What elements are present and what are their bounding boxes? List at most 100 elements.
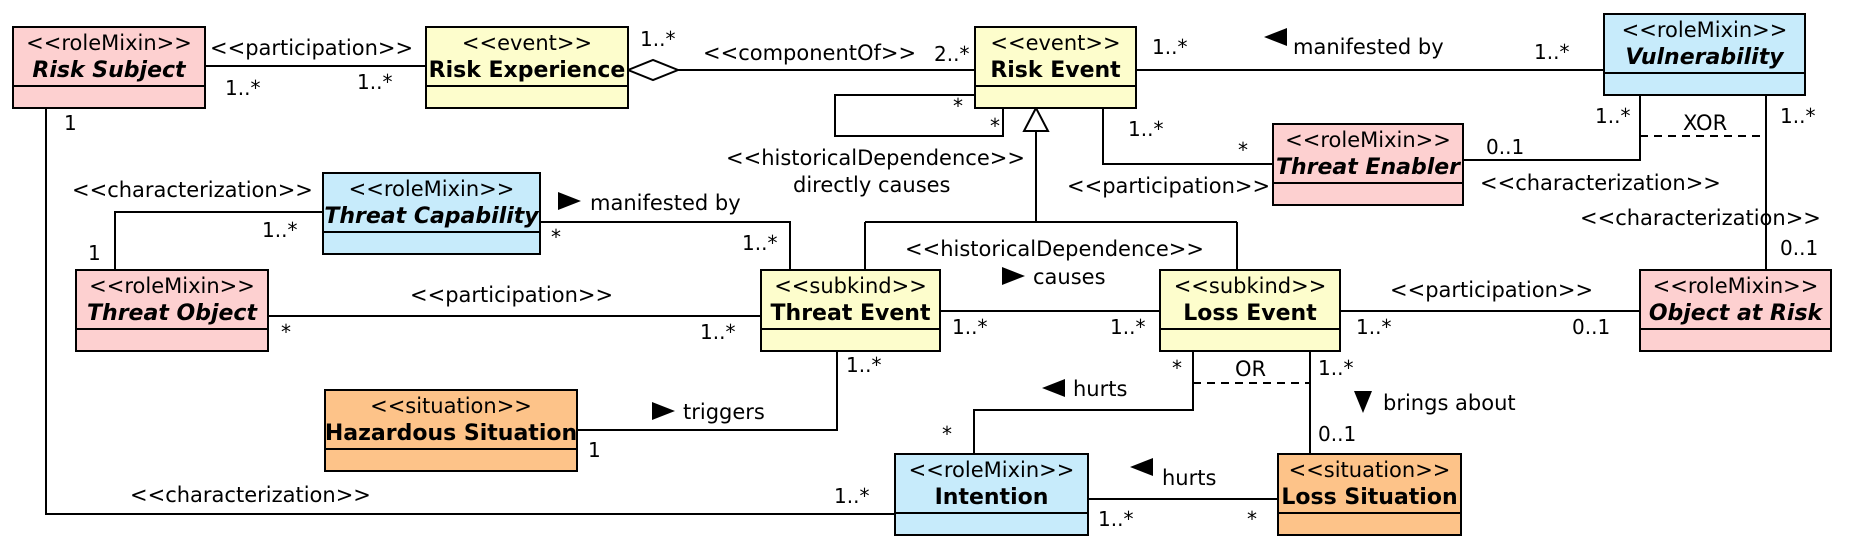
arrow-right-icon xyxy=(558,192,581,210)
multiplicities: 1..* 1..* 1..* 2..* 1..* 1..* 1 * * 1..*… xyxy=(64,27,1818,531)
edge-characterization-capability xyxy=(114,211,323,270)
multiplicity: 1..* xyxy=(1534,40,1569,64)
label-or: OR xyxy=(1235,357,1266,381)
multiplicity: 1..* xyxy=(1595,104,1630,128)
class-boxes: <<roleMixin>>Risk Subject<<event>>Risk E… xyxy=(12,13,1832,536)
class-stereotype: <<roleMixin>> xyxy=(909,458,1075,482)
class-name: Threat Capability xyxy=(324,204,540,229)
generalization-triangle-icon xyxy=(1022,105,1050,132)
label-hurts: hurts xyxy=(1073,377,1127,401)
multiplicity: 2..* xyxy=(934,42,969,66)
edge-characterization-intention xyxy=(45,108,895,515)
multiplicity: 1..* xyxy=(1128,117,1163,141)
multiplicity: 1..* xyxy=(1110,315,1145,339)
class-stereotype: <<roleMixin>> xyxy=(26,31,192,55)
multiplicity: 1 xyxy=(88,241,101,265)
arrow-right-icon xyxy=(652,402,675,420)
label-participation: <<participation>> xyxy=(1067,174,1270,198)
class-stereotype: <<roleMixin>> xyxy=(89,274,255,298)
class-name: Threat Event xyxy=(771,301,931,326)
multiplicity: 0..1 xyxy=(1780,236,1818,260)
edges xyxy=(45,58,1767,515)
class-name: Intention xyxy=(935,485,1049,510)
class-name: Risk Event xyxy=(990,58,1121,83)
class-box xyxy=(1277,453,1462,536)
multiplicity: 1..* xyxy=(834,484,869,508)
class-box xyxy=(1272,123,1464,206)
multiplicity: 1..* xyxy=(225,76,260,100)
association-labels: <<participation>> <<componentOf>> manife… xyxy=(72,35,1821,507)
class-box xyxy=(75,269,269,352)
class-box xyxy=(760,269,941,352)
class-box xyxy=(322,172,541,255)
multiplicity: * xyxy=(942,422,952,446)
edge-hurts-intention xyxy=(973,351,1194,454)
class-stereotype: <<subkind>> xyxy=(1174,274,1327,298)
edge-characterization-enabler xyxy=(1463,91,1641,161)
class-stereotype: <<roleMixin>> xyxy=(1622,18,1788,42)
arrow-left-icon xyxy=(1130,458,1153,476)
class-stereotype: <<situation>> xyxy=(1289,458,1451,482)
class-stereotype: <<subkind>> xyxy=(774,274,927,298)
class-name: Threat Object xyxy=(87,301,258,326)
class-intention: <<roleMixin>> Intention xyxy=(894,453,1089,536)
class-name: Hazardous Situation xyxy=(325,421,577,446)
label-historical-dependence: <<historicalDependence>> xyxy=(726,146,1025,170)
label-characterization: <<characterization>> xyxy=(72,178,313,202)
label-componentof: <<componentOf>> xyxy=(703,41,916,65)
label-xor: XOR xyxy=(1683,111,1727,135)
multiplicity: 1..* xyxy=(1780,104,1815,128)
arrow-right-icon xyxy=(1002,267,1025,285)
class-hazardous-situation: <<situation>>Hazardous Situation xyxy=(324,389,578,472)
class-name: Object at Risk xyxy=(1649,301,1824,326)
multiplicity: 1..* xyxy=(640,27,675,51)
label-manifested-by: manifested by xyxy=(1293,35,1444,59)
edge-self-loop-directly-causes xyxy=(834,94,1004,137)
label-participation: <<participation>> xyxy=(210,36,413,60)
label-brings-about: brings about xyxy=(1383,391,1516,415)
multiplicity: * xyxy=(1238,138,1248,162)
class-risk-event: <<event>> Risk Event xyxy=(974,26,1137,109)
class-box xyxy=(1639,269,1832,352)
multiplicity: 1..* xyxy=(742,231,777,255)
arrow-left-icon xyxy=(1042,379,1065,397)
class-stereotype: <<roleMixin>> xyxy=(1653,274,1819,298)
arrow-down-icon xyxy=(1354,391,1372,413)
class-threat-enabler: <<roleMixin>> Threat Enabler xyxy=(1272,123,1464,206)
class-threat-object: <<roleMixin>> Threat Object xyxy=(75,269,269,352)
edge-participation-enabler xyxy=(1102,108,1273,165)
multiplicity: * xyxy=(1172,356,1182,380)
edge-triggers xyxy=(577,351,838,431)
class-box xyxy=(1159,269,1341,352)
multiplicity: 1 xyxy=(64,111,77,135)
class-threat-capability: <<roleMixin>>Threat Capability xyxy=(322,172,541,255)
label-characterization: <<characterization>> xyxy=(1580,206,1821,230)
class-box xyxy=(1603,13,1806,96)
class-name: Loss Event xyxy=(1183,301,1317,326)
multiplicity: 1..* xyxy=(1318,356,1353,380)
class-loss-event: <<subkind>> Loss Event xyxy=(1159,269,1341,352)
class-name: Threat Enabler xyxy=(1276,155,1461,180)
multiplicity: 1..* xyxy=(1356,315,1391,339)
class-name: Loss Situation xyxy=(1281,485,1457,510)
class-box xyxy=(12,26,206,109)
class-box xyxy=(894,453,1089,536)
multiplicity: 0..1 xyxy=(1572,315,1610,339)
multiplicity: 1..* xyxy=(1152,35,1187,59)
label-triggers: triggers xyxy=(683,400,765,424)
class-vulnerability: <<roleMixin>>Vulnerability xyxy=(1603,13,1806,96)
class-box xyxy=(324,389,578,472)
label-characterization: <<characterization>> xyxy=(130,483,371,507)
multiplicity: 1..* xyxy=(262,218,297,242)
multiplicity: 1..* xyxy=(846,353,881,377)
label-causes: causes xyxy=(1033,265,1106,289)
edge-manifested-by-capability xyxy=(540,221,791,270)
class-stereotype: <<roleMixin>> xyxy=(1285,128,1451,152)
multiplicity: * xyxy=(953,94,963,118)
multiplicity: * xyxy=(1247,507,1257,531)
class-stereotype: <<event>> xyxy=(990,31,1120,55)
multiplicity: * xyxy=(990,114,1000,138)
multiplicity: 1..* xyxy=(952,315,987,339)
class-loss-situation: <<situation>> Loss Situation xyxy=(1277,453,1462,536)
